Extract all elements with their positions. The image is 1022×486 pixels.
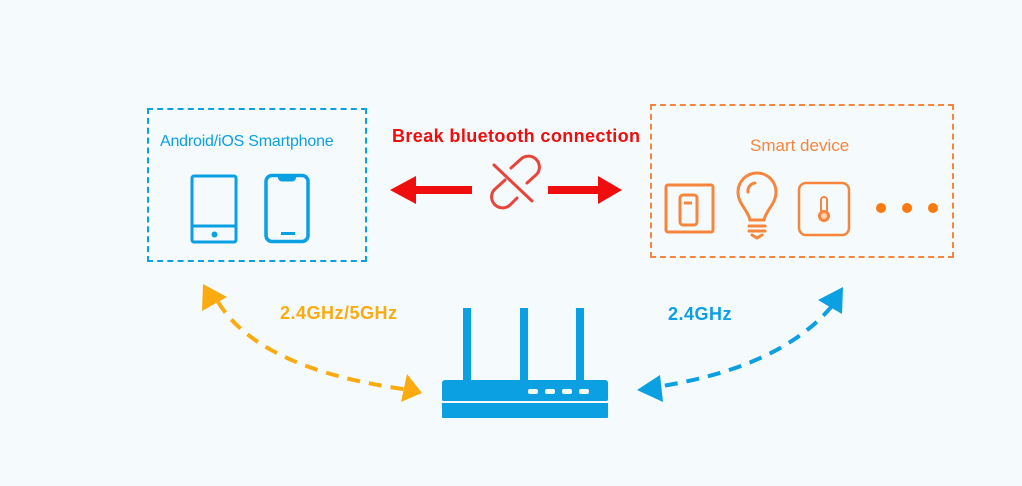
android-phone-icon	[190, 174, 238, 244]
bluetooth-break-label: Break bluetooth connection	[392, 126, 641, 146]
iphone-icon	[264, 173, 310, 244]
thermometer-icon	[797, 181, 851, 237]
light-bulb-icon	[736, 171, 778, 240]
more-dots-icon	[876, 203, 938, 213]
smartphone-group-box	[147, 108, 367, 262]
phone-router-wifi-arrow	[202, 284, 422, 402]
left-red-arrow	[390, 176, 472, 204]
smartphone-group-title: Android/iOS Smartphone	[160, 133, 334, 150]
smart-device-group-box	[650, 104, 954, 258]
phone-wifi-frequency-label: 2.4GHz/5GHz	[280, 303, 398, 323]
broken-link-icon	[490, 154, 541, 210]
device-wifi-frequency-label: 2.4GHz	[668, 304, 733, 324]
router-icon	[442, 308, 608, 418]
device-router-wifi-arrow	[637, 287, 843, 402]
right-red-arrow	[548, 176, 622, 204]
switch-icon	[664, 183, 715, 234]
smart-device-group-title: Smart device	[750, 136, 850, 155]
